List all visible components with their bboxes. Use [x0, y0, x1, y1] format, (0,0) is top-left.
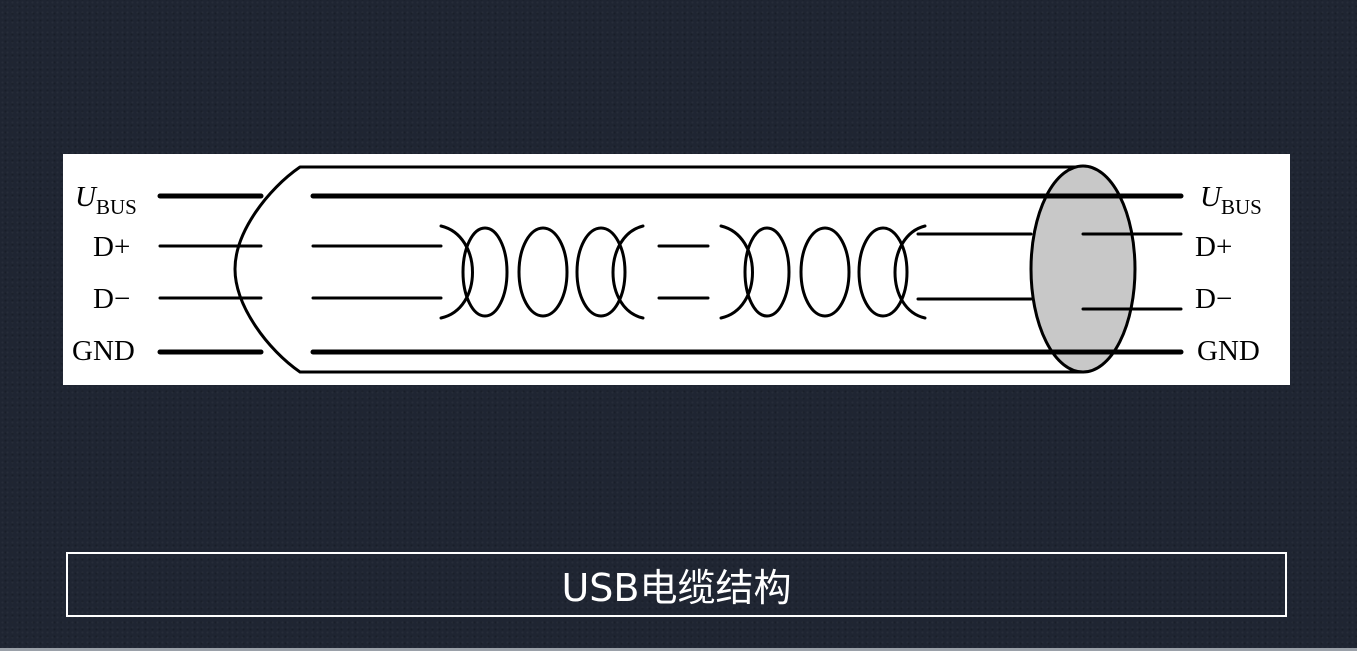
caption-text: USB电缆结构	[561, 566, 792, 610]
usb-cable-diagram-svg: UBUS D+ D− GND UBUS D+ D− GND	[72, 164, 1262, 374]
label-gnd-left: GND	[72, 335, 135, 367]
label-dplus-right: D+	[1195, 231, 1232, 263]
label-dminus-right: D−	[1195, 283, 1232, 315]
usb-cable-diagram: UBUS D+ D− GND UBUS D+ D− GND	[63, 154, 1290, 385]
label-dminus-left: D−	[93, 283, 130, 315]
label-vbus-right: UBUS	[1200, 181, 1262, 219]
bottom-divider	[0, 648, 1357, 651]
caption-box: USB电缆结构	[66, 552, 1287, 617]
twisted-pair-section-1	[439, 224, 645, 320]
cable-end-cap	[1029, 164, 1137, 374]
twisted-pair-section-2	[719, 224, 927, 320]
label-dplus-left: D+	[93, 231, 130, 263]
label-vbus-left: UBUS	[75, 181, 137, 219]
label-gnd-right: GND	[1197, 335, 1260, 367]
cable-jacket-outline	[233, 165, 1085, 374]
